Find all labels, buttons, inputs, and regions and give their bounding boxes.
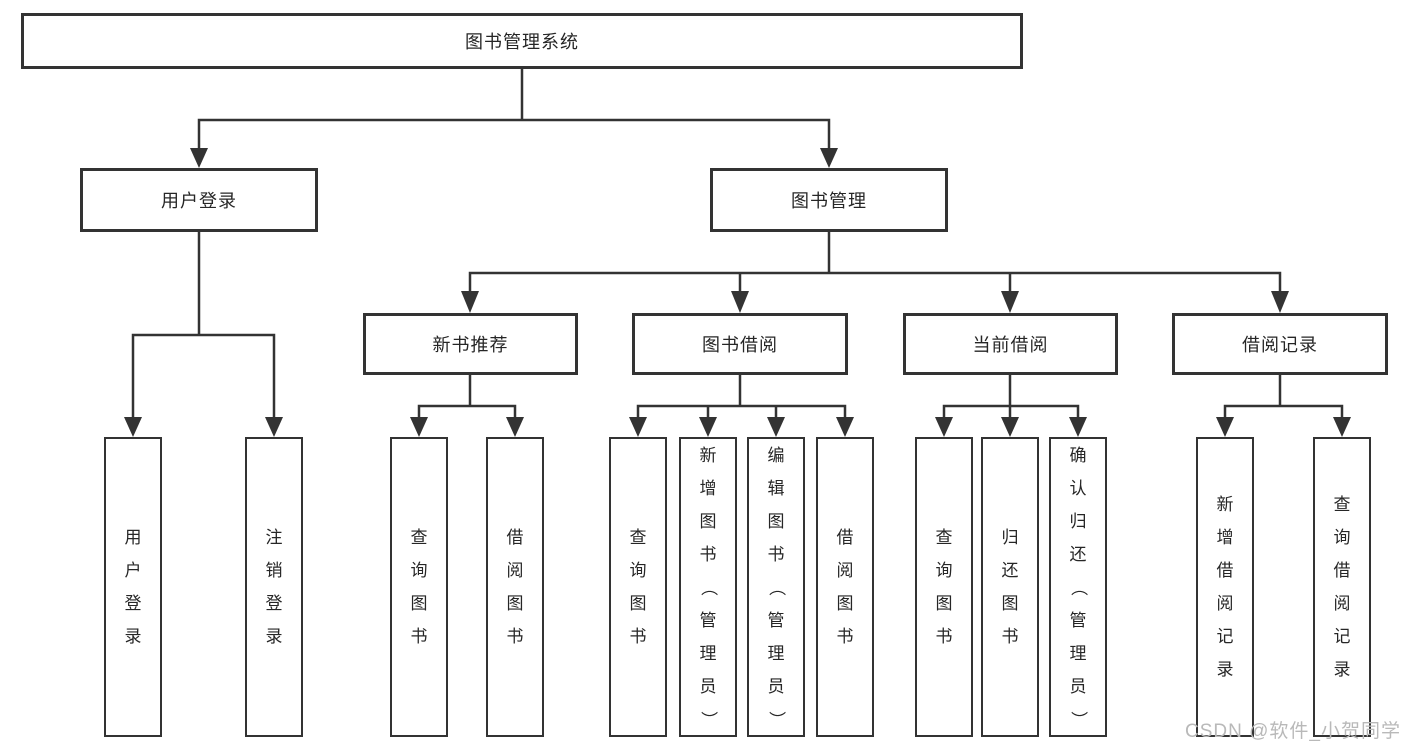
node-borrowing-records: 借阅记录	[1172, 313, 1388, 375]
node-label: 借阅图书	[506, 528, 524, 646]
node-book-management: 图书管理	[710, 168, 948, 232]
node-label: 注销登录	[265, 528, 283, 646]
node-label: 新增借阅记录	[1216, 495, 1234, 679]
node-label: 归还图书	[1001, 528, 1019, 646]
node-label: 借阅图书	[836, 528, 854, 646]
node-new-book-recommend: 新书推荐	[363, 313, 578, 375]
node-label: 用户登录	[124, 528, 142, 646]
leaf-query-books-current: 查询图书	[915, 437, 973, 737]
leaf-add-borrow-record: 新增借阅记录	[1196, 437, 1254, 737]
node-label: 新书推荐	[432, 335, 509, 355]
leaf-add-books-admin: 新增图书（管理员）	[679, 437, 737, 737]
leaf-confirm-return-admin: 确认归还（管理员）	[1049, 437, 1107, 737]
node-label: 用户登录	[161, 191, 237, 211]
leaf-return-books: 归还图书	[981, 437, 1039, 737]
leaf-borrow-books-borrowing: 借阅图书	[816, 437, 874, 737]
leaf-user-login: 用户登录	[104, 437, 162, 737]
node-root-system: 图书管理系统	[21, 13, 1023, 69]
node-label: 当前借阅	[972, 335, 1049, 355]
node-label: 图书管理	[791, 191, 867, 211]
node-current-borrowing: 当前借阅	[903, 313, 1118, 375]
node-label: 编辑图书（管理员）	[766, 445, 786, 728]
node-label: 图书管理系统	[465, 32, 579, 52]
leaf-edit-books-admin: 编辑图书（管理员）	[747, 437, 805, 737]
leaf-logout: 注销登录	[245, 437, 303, 737]
watermark: CSDN @软件_小贺同学	[1185, 721, 1401, 742]
leaf-query-books-borrowing: 查询图书	[609, 437, 667, 737]
node-label: 查询图书	[629, 528, 647, 646]
node-label: 图书借阅	[702, 335, 778, 355]
node-label: 借阅记录	[1242, 335, 1318, 355]
leaf-query-books-recommend: 查询图书	[390, 437, 448, 737]
leaf-borrow-books-recommend: 借阅图书	[486, 437, 544, 737]
node-label: 确认归还（管理员）	[1068, 445, 1088, 728]
node-label: 新增图书（管理员）	[698, 445, 718, 728]
leaf-query-borrow-record: 查询借阅记录	[1313, 437, 1371, 737]
node-book-borrowing: 图书借阅	[632, 313, 848, 375]
node-label: 查询图书	[935, 528, 953, 646]
node-label: 查询借阅记录	[1333, 495, 1351, 679]
node-user-login: 用户登录	[80, 168, 318, 232]
node-label: 查询图书	[410, 528, 428, 646]
